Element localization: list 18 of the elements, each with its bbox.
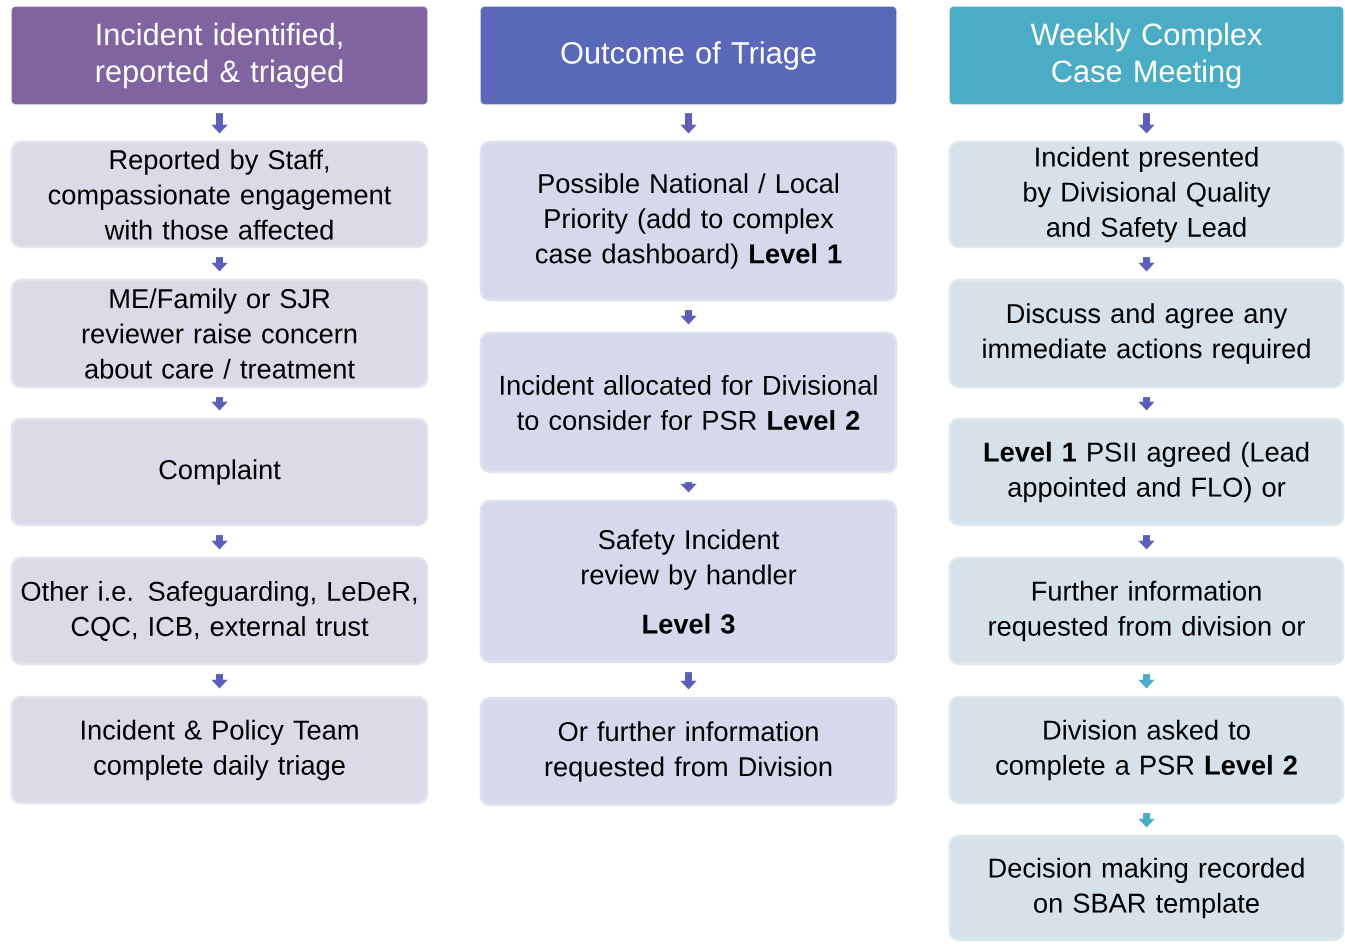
process-box: Decision making recorded on SBAR template [948, 834, 1345, 942]
process-box: Discuss and agree any immediate actions required [948, 278, 1345, 389]
process-box: ME/Family or SJR reviewer raise concern about care / treatment [10, 278, 429, 389]
process-box: Other i.e. Safeguarding, LeDeR, CQC, ICB, external trust [10, 556, 429, 666]
process-box: Complaint [10, 417, 429, 527]
process-box: Safety Incident review by handler Level 3 [479, 499, 898, 664]
header-box: Weekly Complex Case Meeting [949, 6, 1344, 105]
process-box: Incident presented by Divisional Quality and Safety Lead [948, 140, 1345, 249]
header-box: Incident identified, reported & triaged [11, 6, 428, 105]
process-box: Reported by Staff, compassionate engagement with those affected [10, 140, 429, 249]
process-box: Possible National / Local Priority (add to complex case dashboard) Level 1 [479, 140, 898, 302]
process-box: Or further information requested from Division [479, 696, 898, 807]
process-box: Further information requested from division or [948, 556, 1345, 666]
header-box: Outcome of Triage [480, 6, 897, 105]
process-box: Level 1 PSII agreed (Lead appointed and FLO) or [948, 417, 1345, 527]
process-box: Incident allocated for Divisional to consider for PSR Level 2 [479, 331, 898, 474]
process-box: Incident & Policy Team complete daily triage [10, 695, 429, 805]
process-box: Division asked to complete a PSR Level 2 [948, 695, 1345, 805]
